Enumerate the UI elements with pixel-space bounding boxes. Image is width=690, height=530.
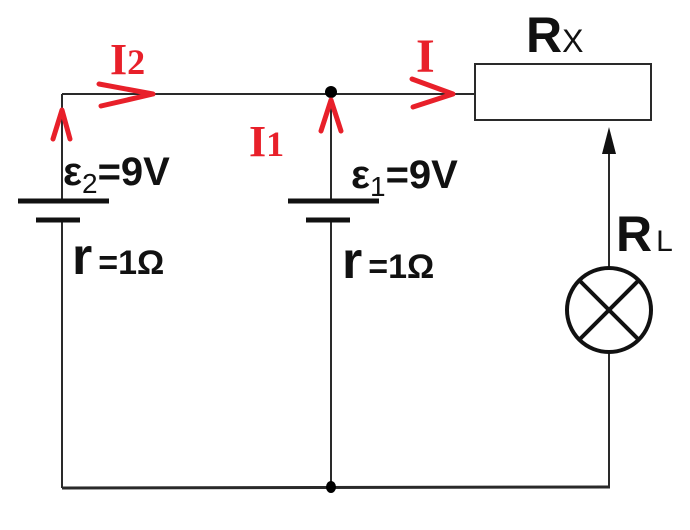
wires xyxy=(61,92,611,490)
battery-e2 xyxy=(18,198,109,223)
junction-top xyxy=(325,86,337,98)
emf-label-e1: ε1=9V xyxy=(351,153,458,202)
current-label-i: I xyxy=(416,30,435,83)
current-arrow-i1-vertical xyxy=(318,97,344,134)
battery-e1 xyxy=(288,198,379,223)
current-label-i1: I1 xyxy=(249,117,284,166)
lamp-rl xyxy=(565,266,653,354)
current-arrow-i2-horizontal xyxy=(96,81,156,109)
bottom-wire xyxy=(61,485,611,490)
current-arrow-i2-vertical xyxy=(50,107,73,142)
slider-arrow-icon xyxy=(602,127,616,154)
internal-resistance-label-e1: r=1Ω xyxy=(342,232,434,290)
resistor-label-rx: RX xyxy=(526,7,583,63)
current-label-i2: I2 xyxy=(110,35,145,84)
junction-bottom xyxy=(326,481,336,493)
resistor-rx xyxy=(474,63,652,121)
lamp-cross-b xyxy=(578,279,640,341)
emf-label-e2: ε2=9V xyxy=(63,150,170,199)
internal-resistance-label-e2: r=1Ω xyxy=(72,228,164,286)
current-arrow-i-horizontal xyxy=(409,76,456,110)
